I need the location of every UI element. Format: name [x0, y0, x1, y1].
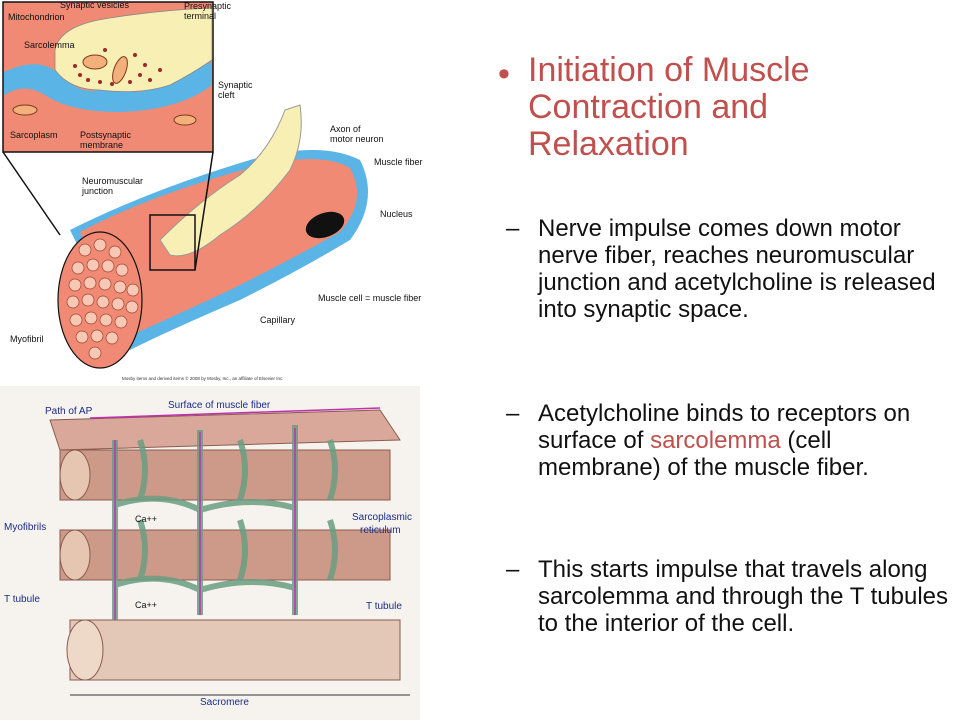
label-path-of-ap: Path of AP	[45, 406, 93, 417]
sarcolemma-highlight: sarcolemma	[650, 427, 781, 454]
vesicle-dots	[73, 48, 162, 86]
sub-point-3-dash: –	[506, 556, 520, 583]
label-t-tubule-right: T tubule	[366, 601, 402, 612]
myofibril-bundles	[59, 449, 401, 681]
label-t-tubule-left: T tubule	[4, 594, 40, 605]
label-synaptic-cleft-1: Synaptic	[218, 80, 253, 90]
label-presynaptic-1: Presynaptic	[184, 1, 232, 11]
sub-point-2-text-post: (cell membrane) of the muscle fiber.	[538, 427, 869, 481]
label-sarcoplasm: Sarcoplasm	[10, 130, 58, 140]
sarcolemma-band	[4, 62, 212, 112]
neuromuscular-junction-diagram: Synaptic vesicles Mitochondrion Presynap…	[2, 0, 423, 381]
label-myofibrils: Myofibrils	[4, 522, 46, 533]
nucleus-shape	[305, 211, 345, 239]
label-nucleus: Nucleus	[380, 209, 413, 219]
mitochondrion-shape-4	[173, 114, 197, 126]
label-sr-2: reticulum	[360, 525, 401, 536]
sub-point-2: – Acetylcholine binds to receptors on su…	[506, 400, 958, 481]
label-presynaptic-2: terminal	[184, 11, 216, 21]
mitochondrion-shape-3	[12, 104, 38, 116]
label-muscle-fiber: Muscle fiber	[374, 157, 423, 167]
title-row: • Initiation of Muscle Contraction and R…	[498, 52, 938, 163]
label-nmj-1: Neuromuscular	[82, 176, 143, 186]
label-sarcolemma: Sarcolemma	[24, 40, 75, 50]
label-sr-1: Sarcoplasmic	[352, 512, 412, 523]
label-ca-1: Ca++	[135, 514, 157, 524]
label-synaptic-vesicles: Synaptic vesicles	[60, 0, 130, 10]
label-postsynaptic-2: membrane	[80, 140, 123, 150]
mitochondrion-shape	[82, 54, 108, 70]
sub-point-1: – Nerve impulse comes down motor nerve f…	[506, 215, 958, 323]
label-mitochondrion: Mitochondrion	[8, 12, 65, 22]
figure-credit: Mosby items and derived items © 2008 by …	[122, 375, 283, 381]
label-capillary: Capillary	[260, 315, 296, 325]
muscle-figure-panel: Synaptic vesicles Mitochondrion Presynap…	[0, 0, 470, 720]
label-axon-2: motor neuron	[330, 134, 384, 144]
label-axon-1: Axon of	[330, 124, 361, 134]
sub-point-1-dash: –	[506, 215, 520, 242]
muscle-fiber-shape	[80, 159, 358, 338]
zoom-line-left	[2, 151, 61, 236]
mitochondrion-shape-2	[112, 56, 128, 84]
sub-point-3: – This starts impulse that travels along…	[506, 556, 958, 637]
presynaptic-terminal-shape	[54, 7, 213, 93]
sub-point-1-text: Nerve impulse comes down motor nerve fib…	[538, 215, 936, 323]
zoom-line-right	[194, 151, 214, 271]
ap-path-arrows	[89, 407, 381, 620]
sub-point-2-dash: –	[506, 400, 520, 427]
sarcoplasmic-reticulum-diagram: Path of AP Surface of muscle fiber Myofi…	[0, 386, 420, 720]
label-synaptic-cleft-2: cleft	[218, 90, 235, 100]
sub-point-2-text-pre: Acetylcholine binds to receptors on surf…	[538, 400, 911, 454]
myofibril-circles	[66, 238, 140, 360]
label-muscle-cell: Muscle cell = muscle fiber	[318, 293, 421, 303]
label-postsynaptic-1: Postsynaptic	[80, 130, 132, 140]
label-sacromere: Sacromere	[200, 697, 249, 708]
label-myofibril: Myofibril	[10, 334, 44, 344]
title-bullet: •	[498, 55, 510, 93]
muscle-figure-svg: Synaptic vesicles Mitochondrion Presynap…	[0, 0, 423, 720]
slide-text-panel: • Initiation of Muscle Contraction and R…	[470, 0, 960, 720]
label-surface: Surface of muscle fiber	[168, 400, 271, 411]
label-nmj-2: junction	[81, 186, 113, 196]
fiber-surface	[49, 409, 401, 451]
label-ca-2: Ca++	[135, 600, 157, 610]
sub-point-3-text: This starts impulse that travels along s…	[538, 556, 949, 637]
slide-title: Initiation of Muscle Contraction and Rel…	[528, 51, 810, 163]
zoom-box	[149, 214, 196, 271]
